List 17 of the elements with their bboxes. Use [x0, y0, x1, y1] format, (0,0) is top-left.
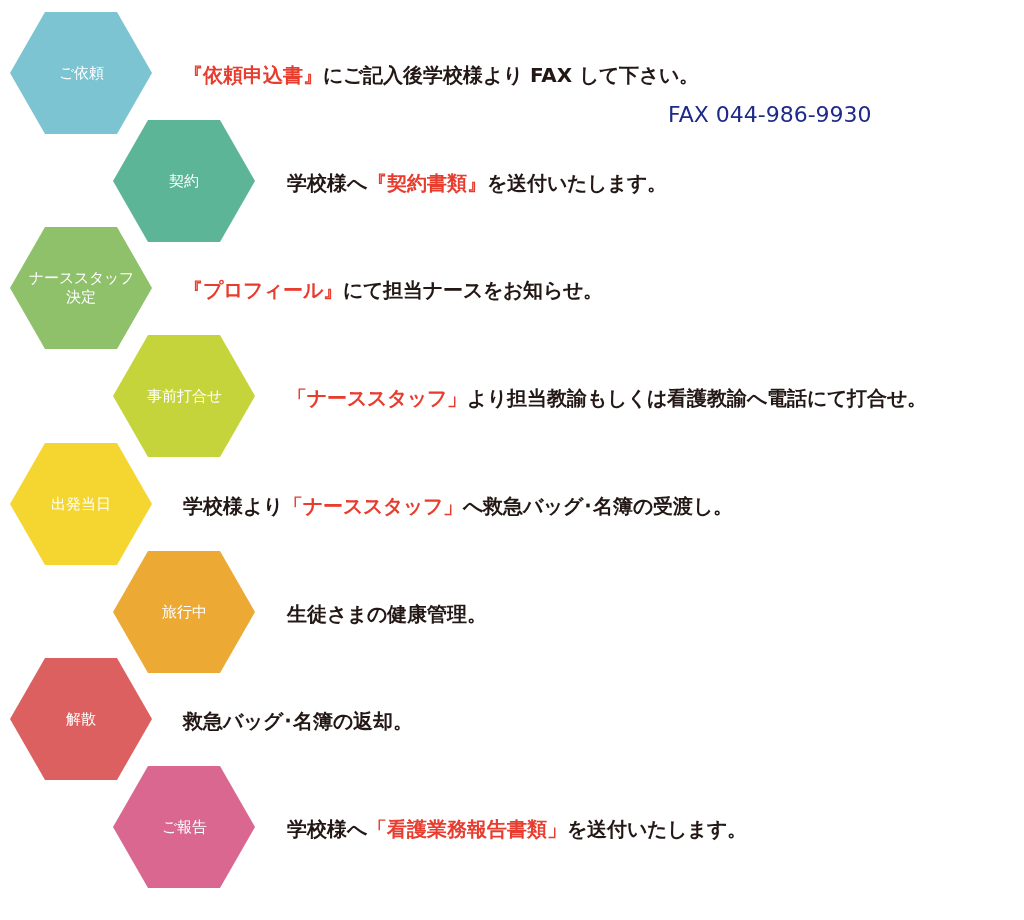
step-description: 『依頼申込書』にご記入後学校様より FAX して下さい。	[183, 61, 700, 89]
step-label: 契約	[169, 171, 199, 191]
step-label: 解散	[66, 710, 96, 730]
step-label: 事前打合せ	[146, 387, 222, 407]
step-description: 生徒さまの健康管理。	[287, 600, 487, 627]
step-description: 学校様へ「看護業務報告書類」を送付いたします。	[287, 815, 747, 843]
step-label: ご依頼	[58, 64, 104, 83]
step-description: 学校様より「ナーススタッフ」へ救急バッグ･名簿の受渡し。	[183, 492, 733, 520]
step-description: 『プロフィール』にて担当ナースをお知らせ。	[183, 276, 603, 304]
step-label: 出発当日	[51, 494, 111, 514]
step-description: 学校様へ『契約書類』を送付いたします。	[287, 169, 667, 197]
step-label: ご報告	[161, 817, 207, 837]
step-label: ナーススタッフ決定	[27, 269, 135, 308]
step-label: 旅行中	[161, 602, 207, 622]
step-description: 救急バッグ･名簿の返却。	[183, 707, 413, 735]
step-description: 「ナーススタッフ」より担当教諭もしくは看護教諭へ電話にて打合せ。	[287, 384, 927, 412]
fax-number: FAX 044-986-9930	[668, 102, 872, 127]
